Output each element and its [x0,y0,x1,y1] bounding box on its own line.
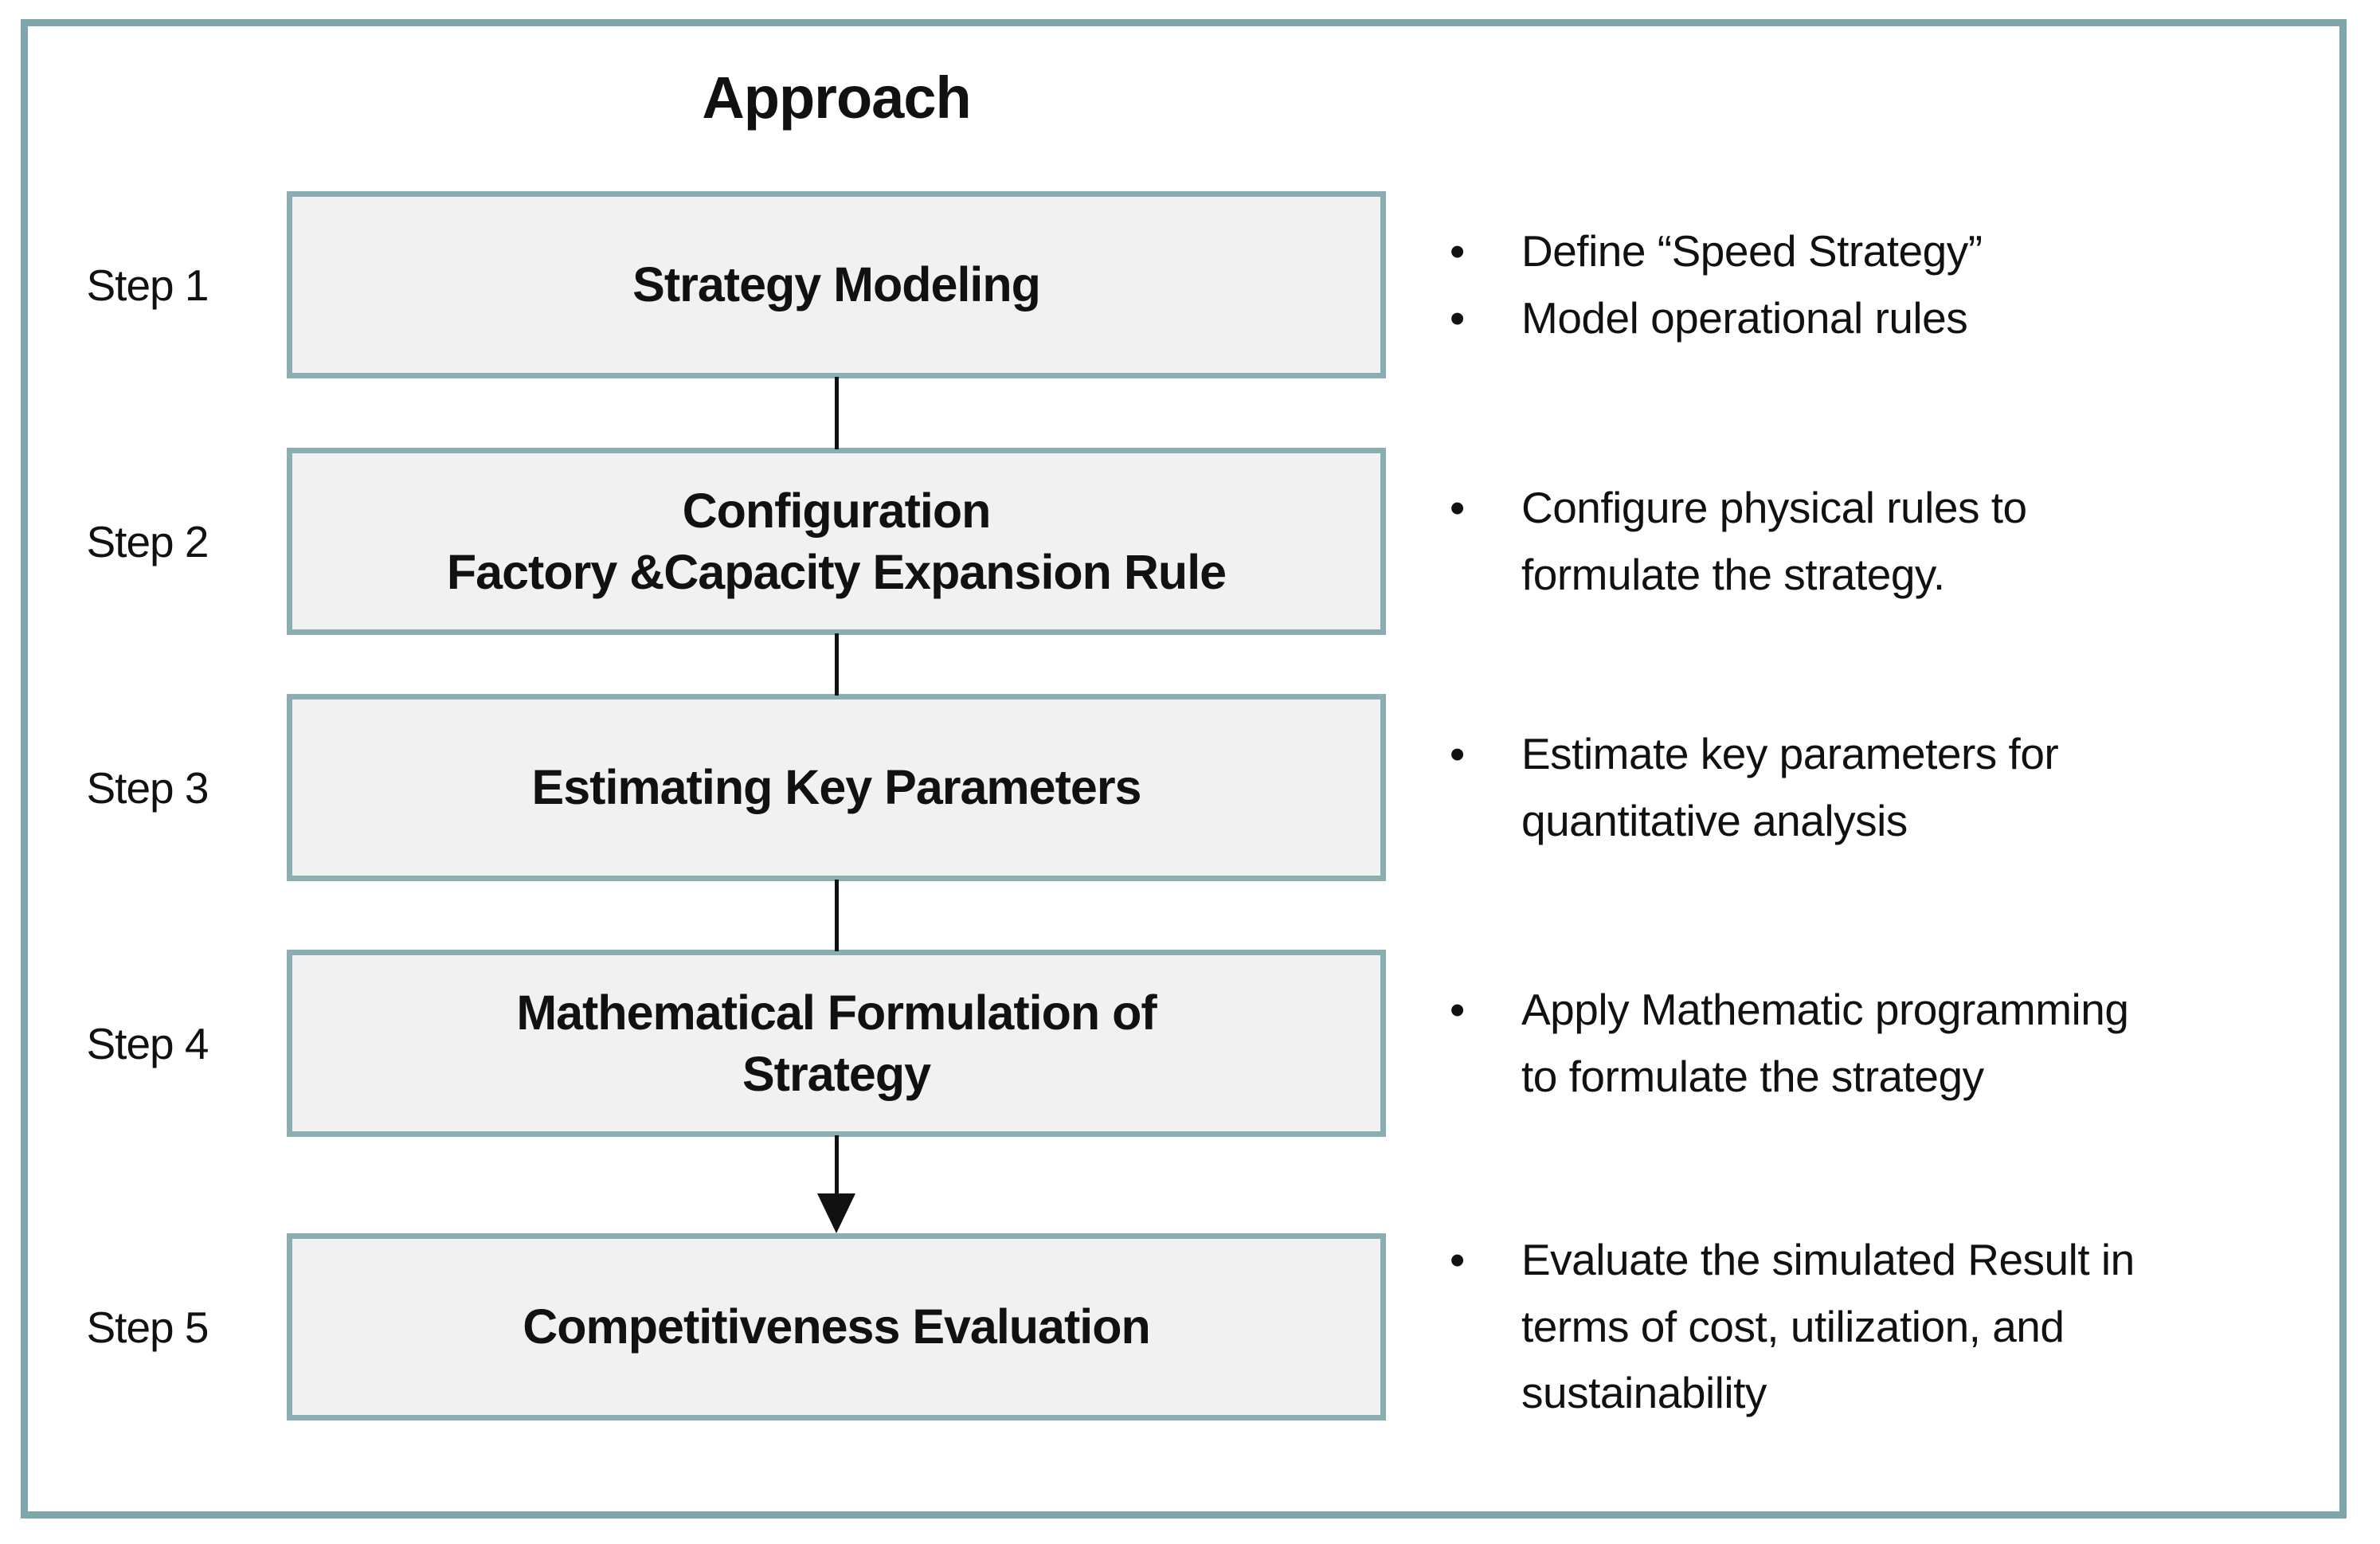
step-row-3: Step 3 Estimating Key Parameters Estimat… [48,694,2332,881]
connector-line-2-3 [835,633,839,696]
bullet-item: Configure physical rules to formulate th… [1442,475,2332,608]
step-3-box: Estimating Key Parameters [287,694,1386,881]
bullet-item: Apply Mathematic programming to formulat… [1442,977,2332,1110]
step-4-box: Mathematical Formulation of Strategy [287,950,1386,1137]
step-3-label: Step 3 [86,762,209,813]
arrow-down-icon [817,1193,855,1233]
step-row-2: Step 2 Configuration Factory &Capacity E… [48,448,2332,635]
step-1-box: Strategy Modeling [287,191,1386,378]
step-2-bullet-list: Configure physical rules to formulate th… [1442,475,2332,608]
bullet-item: Evaluate the simulated Result in terms o… [1442,1227,2332,1427]
step-row-5: Step 5 Competitiveness Evaluation Evalua… [48,1227,2332,1421]
step-row-4: Step 4 Mathematical Formulation of Strat… [48,950,2332,1137]
step-2-box: Configuration Factory &Capacity Expansio… [287,448,1386,635]
step-4-label: Step 4 [86,1018,209,1068]
page-title: Approach [702,65,971,131]
step-3-box-title: Estimating Key Parameters [531,760,1142,815]
step-3-bullet-list: Estimate key parameters for quantitative… [1442,721,2332,854]
step-4-box-title: Mathematical Formulation of Strategy [516,986,1157,1101]
step-2-label: Step 2 [86,516,209,566]
connector-line-3-4 [835,880,839,951]
step-4-bullet-list: Apply Mathematic programming to formulat… [1442,977,2332,1110]
connector-line-1-2 [835,377,839,449]
step-5-bullet-list: Evaluate the simulated Result in terms o… [1442,1227,2332,1427]
bullet-item: Model operational rules [1442,285,2332,352]
step-1-label: Step 1 [86,260,209,310]
step-5-label: Step 5 [86,1302,209,1352]
step-row-1: Step 1 Strategy Modeling Define “Speed S… [48,191,2332,378]
step-5-box-title: Competitiveness Evaluation [523,1299,1151,1354]
step-1-box-title: Strategy Modeling [632,257,1041,312]
step-2-box-title: Configuration Factory &Capacity Expansio… [446,484,1227,599]
step-5-box: Competitiveness Evaluation [287,1233,1386,1421]
step-1-bullet-list: Define “Speed Strategy” Model operationa… [1442,218,2332,351]
bullet-item: Define “Speed Strategy” [1442,218,2332,285]
connector-line-4-5 [835,1135,839,1197]
bullet-item: Estimate key parameters for quantitative… [1442,721,2332,854]
